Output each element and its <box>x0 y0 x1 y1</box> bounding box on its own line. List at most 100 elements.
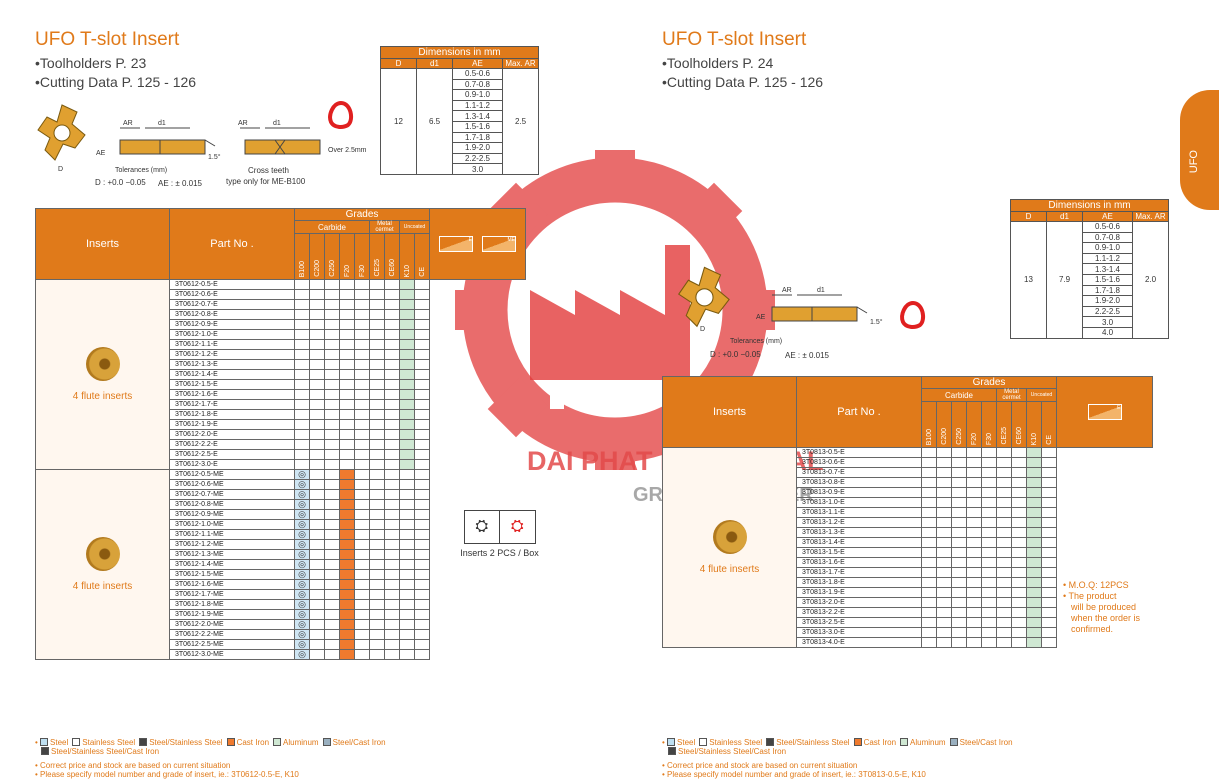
grade-cell <box>354 649 370 660</box>
grade-cell <box>309 649 325 660</box>
grade-cell <box>339 419 355 430</box>
grade-cell <box>981 607 997 618</box>
grade-cell <box>294 299 310 310</box>
grade-cell <box>399 529 415 540</box>
grade-cell <box>1041 507 1057 518</box>
grade-cell <box>996 577 1012 588</box>
grade-cell <box>339 289 355 300</box>
grade-cell <box>414 489 430 500</box>
grade-cell <box>369 369 385 380</box>
grade-cell <box>339 299 355 310</box>
insert-side-view-icon-right <box>771 294 868 322</box>
grade-cell <box>399 369 415 380</box>
grade-cell <box>339 349 355 360</box>
grade-cell <box>294 319 310 330</box>
grade-cell <box>324 529 340 540</box>
grade-cell <box>399 409 415 420</box>
grade-cell <box>339 649 355 660</box>
grade-cell <box>324 589 340 600</box>
grade-cell <box>354 599 370 610</box>
grade-cell <box>309 479 325 490</box>
grade-cell <box>399 349 415 360</box>
grade-cell <box>399 509 415 520</box>
legend-label: Steel/Stainless Steel/Cast Iron <box>51 747 160 756</box>
grade-cell <box>1011 457 1027 468</box>
cross-teeth-view-icon <box>240 127 321 155</box>
grade-cell <box>414 309 430 320</box>
part-number: 3T0813-1.4-E <box>796 537 922 548</box>
grade-cell <box>921 597 937 608</box>
grade-cell <box>996 467 1012 478</box>
table-row: 3T0612-3.0-ME◎ <box>36 649 526 660</box>
grade-cell <box>339 639 355 650</box>
grade-cell <box>1026 537 1042 548</box>
side-tab-ufo[interactable]: UFO <box>1180 90 1219 210</box>
grade-cell <box>966 627 982 638</box>
grade-cell <box>309 359 325 370</box>
grade-cell <box>399 329 415 340</box>
grade-cell <box>384 279 400 290</box>
grade-cell <box>921 627 937 638</box>
grade-cell <box>981 577 997 588</box>
grade-cell <box>384 569 400 580</box>
grade-cell <box>921 607 937 618</box>
grade-cell <box>951 497 967 508</box>
icon-me: ME <box>482 236 517 252</box>
triangle-profile-icon-right <box>900 300 926 329</box>
grade-cell <box>324 459 340 470</box>
grade-cell <box>324 569 340 580</box>
part-number: 3T0813-0.6-E <box>796 457 922 468</box>
grade-cell <box>309 339 325 350</box>
grade-cell <box>966 567 982 578</box>
grade-cell <box>399 439 415 450</box>
grade-cell <box>1026 567 1042 578</box>
grade-cell <box>1026 487 1042 498</box>
grade-cell <box>369 619 385 630</box>
grade-cell <box>384 579 400 590</box>
grade-cell <box>1041 527 1057 538</box>
grade-cell <box>384 379 400 390</box>
grade-cell <box>399 299 415 310</box>
grade-cell <box>384 539 400 550</box>
legend-swatch-icon <box>699 738 708 746</box>
grade-cell <box>369 409 385 420</box>
grade-cell <box>339 509 355 520</box>
grade-cell <box>1041 597 1057 608</box>
grade-cell <box>981 537 997 548</box>
grade-cell <box>951 607 967 618</box>
legend-swatch-icon <box>273 738 282 746</box>
part-number: 3T0612-1.0-E <box>169 329 295 340</box>
side-note-cell <box>430 470 526 660</box>
grade-cell <box>384 469 400 480</box>
part-number: 3T0612-0.9-ME <box>169 509 295 520</box>
grade-cell <box>1041 577 1057 588</box>
grade-cell <box>399 599 415 610</box>
grade-cell <box>384 629 400 640</box>
table-row: 3T0813-1.8-E <box>663 577 1153 588</box>
stock-mark-icon: ◎ <box>294 499 310 510</box>
grade-cell <box>981 597 997 608</box>
grade-col-ce25: CE25 <box>369 233 385 280</box>
grade-cell <box>414 589 430 600</box>
grade-cell <box>369 459 385 470</box>
grade-cell <box>369 449 385 460</box>
insert-photo-icon <box>85 347 120 381</box>
left-bullet-toolholders: Toolholders P. 23 <box>35 55 146 71</box>
part-number: 3T0813-1.0-E <box>796 497 922 508</box>
part-number: 3T0612-1.4-ME <box>169 559 295 570</box>
grade-cell <box>369 579 385 590</box>
legend-label: Steel <box>677 738 696 747</box>
grade-cell <box>1011 497 1027 508</box>
label-ae-right: AE <box>756 314 766 321</box>
table-row: 3T0612-3.0-E <box>36 459 526 470</box>
insert-side-view-icon <box>119 127 216 155</box>
grade-cell <box>339 489 355 500</box>
grade-cell <box>309 289 325 300</box>
grade-cell <box>936 447 952 458</box>
part-number: 3T0813-0.5-E <box>796 447 922 458</box>
label-d: D <box>58 166 64 173</box>
stock-mark-icon: ◎ <box>294 589 310 600</box>
grade-cell <box>951 637 967 648</box>
